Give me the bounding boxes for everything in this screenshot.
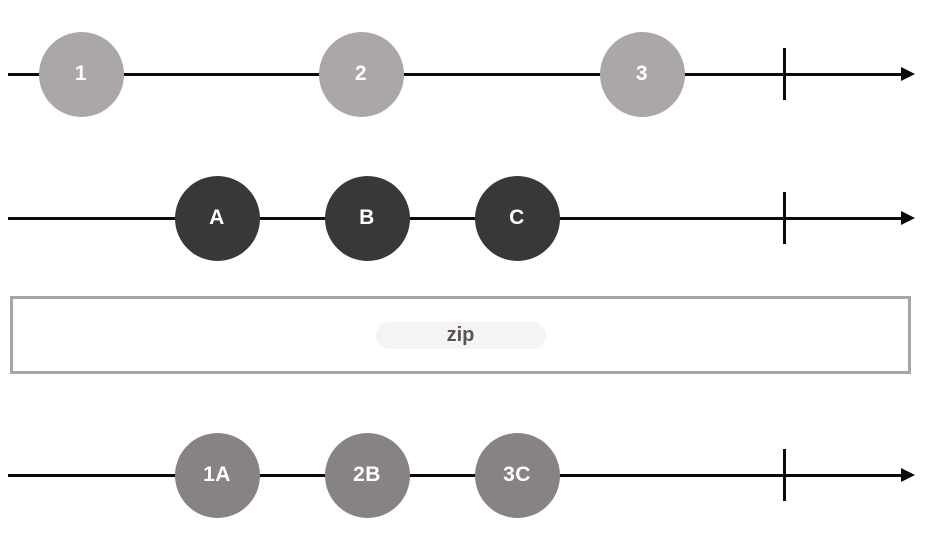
event-marble: 2B [324,432,410,518]
timeline-1-arrow-right-icon [901,67,915,81]
timeline-3-completion-tick [783,449,786,501]
event-marble: 3C [474,432,560,518]
timeline-1-completion-tick [783,48,786,100]
zip-operator-box: zip [10,296,911,374]
event-marble: A [174,175,260,261]
event-marble-label: 1A [203,463,231,486]
timeline-1-axis-line [8,72,904,76]
event-marble: 2 [318,31,404,117]
event-marble: 3 [599,31,685,117]
zip-operator-label: zip [446,323,475,346]
event-marble-label: 2B [353,463,381,486]
event-marble-label: 3 [635,62,649,85]
event-marble: C [474,175,560,261]
event-marble-label: B [359,206,375,229]
event-marble: 1A [174,432,260,518]
zip-operator-pill: zip [375,321,546,349]
timeline-3-arrow-right-icon [901,468,915,482]
timeline-2-axis-line [8,216,904,220]
event-marble-label: 3C [503,463,531,486]
timeline-2-completion-tick [783,192,786,244]
timeline-3-axis-line [8,473,904,477]
timeline-2-arrow-right-icon [901,211,915,225]
event-marble-label: A [209,206,225,229]
event-marble: B [324,175,410,261]
event-marble-label: C [509,206,525,229]
event-marble-label: 1 [74,62,88,85]
event-marble-label: 2 [354,62,368,85]
event-marble: 1 [38,31,124,117]
